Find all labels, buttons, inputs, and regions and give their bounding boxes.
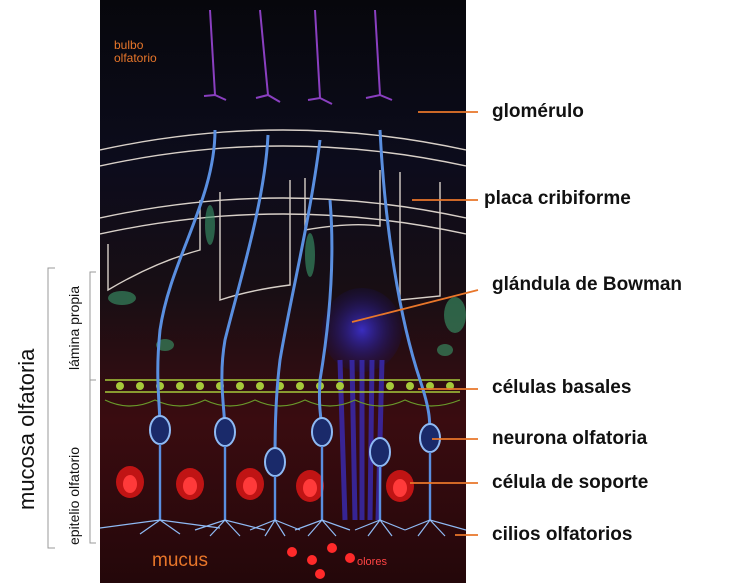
side-label-epitelio: epitelio olfatorio — [66, 447, 82, 545]
side-label-mucosa: mucosa olfatoria — [14, 349, 40, 510]
label-glandula-bowman: glándula de Bowman — [492, 274, 682, 296]
label-neurona-olfatoria: neurona olfatoria — [492, 428, 647, 450]
label-celula-soporte: célula de soporte — [492, 472, 648, 494]
bracket-lamina — [90, 272, 96, 380]
label-glomerulo: glomérulo — [492, 101, 584, 123]
label-cilios-olfatorios: cilios olfatorios — [492, 524, 632, 546]
label-placa-cribiforme: placa cribiforme — [484, 188, 631, 210]
bracket-epitelio — [90, 380, 96, 543]
leader-glandula — [352, 290, 478, 322]
side-label-lamina: lámina propia — [66, 286, 82, 370]
bracket-mucosa — [48, 268, 55, 548]
label-celulas-basales: células basales — [492, 377, 631, 399]
